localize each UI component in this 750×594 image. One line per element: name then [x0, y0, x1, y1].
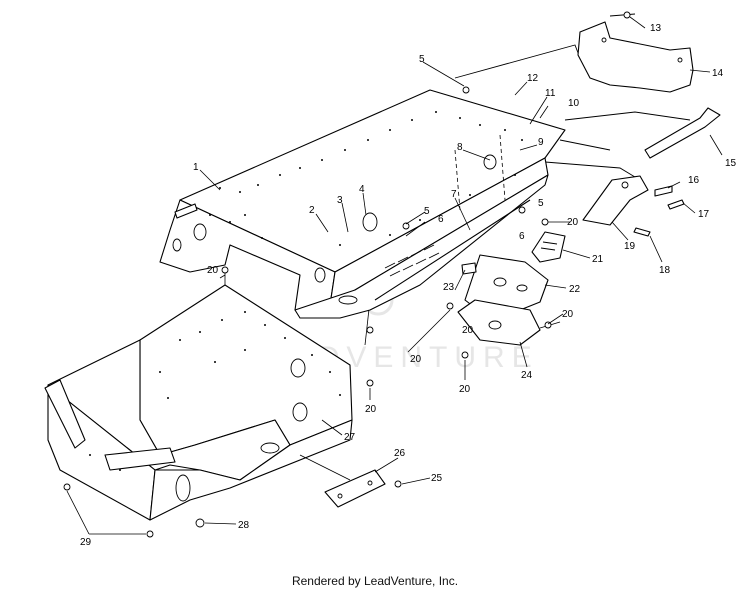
- callout-14: 14: [712, 68, 724, 79]
- callout-26: 26: [394, 448, 406, 459]
- upper-chassis-tunnel: [159, 89, 566, 319]
- callout-18: 18: [659, 265, 671, 276]
- callout-20-d: 20: [410, 354, 422, 365]
- callout-3: 3: [337, 195, 343, 206]
- skid-plate-26: [299, 454, 386, 508]
- callout-7: 7: [451, 189, 457, 200]
- hardware: [63, 11, 631, 538]
- callout-1: 1: [193, 162, 199, 173]
- rear-flap: [577, 13, 694, 93]
- callout-21: 21: [592, 254, 604, 265]
- callout-27: 27: [344, 432, 356, 443]
- callout-9: 9: [538, 137, 544, 148]
- bracket-24: [457, 299, 561, 346]
- lower-chassis: [44, 284, 353, 521]
- callout-2: 2: [309, 205, 315, 216]
- callout-16: 16: [688, 175, 700, 186]
- rear-bumper-rail: [644, 107, 721, 159]
- callout-25: 25: [431, 473, 443, 484]
- callout-20-g: 20: [462, 325, 474, 336]
- callout-20-e: 20: [459, 384, 471, 395]
- bracket-21: [531, 231, 566, 263]
- callout-20-a: 20: [207, 265, 219, 276]
- callout-28: 28: [238, 520, 250, 531]
- callout-5-right: 5: [538, 198, 544, 209]
- bracket-19: [582, 175, 649, 226]
- caption: Rendered by LeadVenture, Inc.: [291, 574, 459, 588]
- callout-5-mid: 5: [424, 206, 430, 217]
- callout-12: 12: [527, 73, 539, 84]
- callout-10: 10: [568, 98, 580, 109]
- callout-11: 11: [545, 88, 556, 99]
- fasteners-16-18: [633, 185, 685, 237]
- callout-5-top: 5: [419, 54, 425, 65]
- callout-15: 15: [725, 158, 737, 169]
- callout-23: 23: [443, 282, 455, 293]
- callout-20-c: 20: [562, 309, 574, 320]
- callout-4: 4: [359, 184, 365, 195]
- bracket-22: [461, 254, 549, 313]
- callout-24: 24: [521, 370, 533, 381]
- callout-13: 13: [650, 23, 662, 34]
- callouts: 1 2 3 4 5 5 5 6 6 7 8 9 10 11 12 13 14 1…: [80, 23, 737, 548]
- leader-lines: [66, 16, 723, 535]
- callout-17: 17: [698, 209, 710, 220]
- callout-29: 29: [80, 537, 92, 548]
- callout-20-b: 20: [567, 217, 579, 228]
- callout-8: 8: [457, 142, 463, 153]
- callout-6-right: 6: [519, 231, 525, 242]
- louver-vents: [384, 244, 440, 277]
- callout-22: 22: [569, 284, 581, 295]
- callout-19: 19: [624, 241, 636, 252]
- callout-6-mid: 6: [438, 214, 444, 225]
- callout-20-f: 20: [365, 404, 377, 415]
